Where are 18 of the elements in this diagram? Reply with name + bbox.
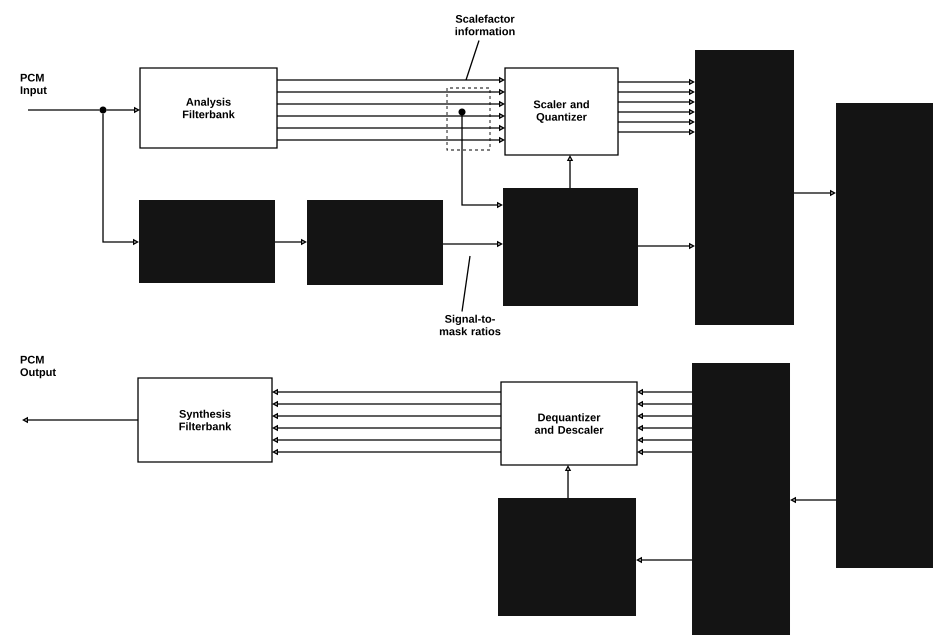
filled-box [695,50,794,325]
filled-box [836,103,933,568]
annotation-text: Signal-to-mask ratios [440,314,500,336]
junction-dot [100,106,106,114]
process-box: Scaler and Quantizer [504,67,619,156]
filled-box [139,200,275,283]
junction-dot [458,108,466,116]
signal-label: PCM Input [20,74,47,96]
filterbank-box: Analysis Filterbank [139,67,278,149]
filled-box [692,363,790,635]
process-box: Dequantizer and Descaler [500,381,638,466]
filled-box [307,200,443,285]
connector-line [28,109,100,111]
signal-label: PCM Output [20,356,56,378]
filled-box [503,188,638,306]
filterbank-box: Synthesis Filterbank [137,377,273,463]
annotation-text: Scalefactor information [456,14,515,36]
filled-box [498,498,636,616]
